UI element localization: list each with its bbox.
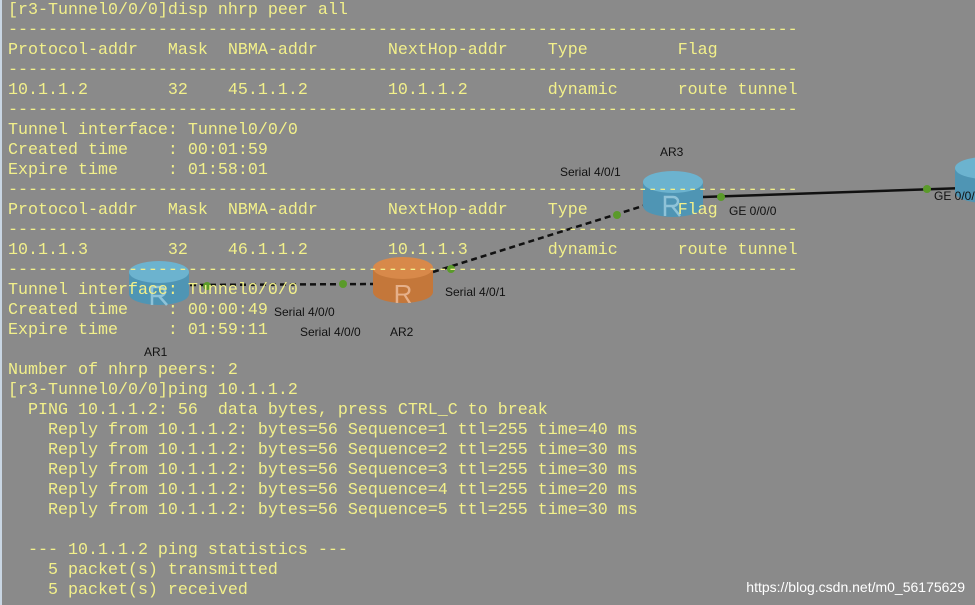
terminal-line: ----------------------------------------…: [8, 181, 798, 200]
terminal-line: [r3-Tunnel0/0/0]ping 10.1.1.2: [8, 381, 298, 400]
link-ar2-ar3[interactable]: [432, 203, 647, 274]
port-label: Serial 4/0/1: [445, 285, 506, 299]
router-label: AR1: [144, 345, 168, 359]
terminal-line: --- 10.1.1.2 ping statistics ---: [8, 541, 348, 560]
terminal-line: Number of nhrp peers: 2: [8, 361, 238, 380]
terminal-line: Created time : 00:00:49: [8, 301, 268, 320]
terminal-line: [r3-Tunnel0/0/0]disp nhrp peer all: [8, 1, 348, 20]
router-icon: R: [394, 279, 413, 309]
port-dot: [613, 211, 621, 219]
port-label: GE 0/0/0: [729, 204, 777, 218]
port-dot: [923, 185, 931, 193]
port-dot: [339, 280, 347, 288]
port-dot: [447, 265, 455, 273]
terminal-line: Expire time : 01:58:01: [8, 161, 268, 180]
router-icon: [150, 285, 168, 306]
window-border: [0, 0, 2, 605]
port-dot: [203, 282, 211, 290]
terminal-output[interactable]: [r3-Tunnel0/0/0]disp nhrp peer all------…: [8, 1, 798, 601]
terminal-line: Created time : 00:01:59: [8, 141, 268, 160]
terminal-line: Reply from 10.1.1.2: bytes=56 Sequence=3…: [8, 461, 638, 480]
terminal-line: PING 10.1.1.2: 56 data bytes, press CTRL…: [8, 401, 548, 420]
router-label: AR3: [660, 145, 684, 159]
terminal-line: 5 packet(s) received: [8, 581, 248, 600]
port-label: Serial 4/0/0: [274, 305, 335, 319]
terminal-line: Reply from 10.1.1.2: bytes=56 Sequence=1…: [8, 421, 638, 440]
terminal-line: Tunnel interface: Tunnel0/0/0: [8, 281, 298, 300]
watermark: https://blog.csdn.net/m0_56175629: [746, 579, 965, 595]
terminal-line: ----------------------------------------…: [8, 221, 798, 240]
terminal-line: Reply from 10.1.1.2: bytes=56 Sequence=5…: [8, 501, 638, 520]
router-ar2[interactable]: R: [373, 257, 433, 309]
port-label: Serial 4/0/0: [300, 325, 361, 339]
router-label: AR2: [390, 325, 414, 339]
port-label: Serial 4/0/1: [560, 165, 621, 179]
port-label: GE 0/0/0: [934, 189, 975, 203]
router-ar4[interactable]: [955, 157, 975, 203]
router-ar1[interactable]: [129, 261, 189, 306]
terminal-line: ----------------------------------------…: [8, 61, 798, 80]
terminal-line: Protocol-addr Mask NBMA-addr NextHop-add…: [8, 41, 718, 60]
terminal-line: 5 packet(s) transmitted: [8, 561, 278, 580]
terminal-line: 10.1.1.2 32 45.1.1.2 10.1.1.2 dynamic ro…: [8, 81, 798, 100]
terminal-line: ----------------------------------------…: [8, 21, 798, 40]
terminal-line: ----------------------------------------…: [8, 261, 798, 280]
router-icon: [663, 195, 681, 217]
terminal-line: Reply from 10.1.1.2: bytes=56 Sequence=2…: [8, 441, 638, 460]
terminal-line: 10.1.1.3 32 46.1.1.2 10.1.1.3 dynamic ro…: [8, 241, 798, 260]
router-ar3[interactable]: [643, 171, 703, 217]
link-ar1-ar2[interactable]: [189, 280, 376, 290]
port-dot: [717, 193, 725, 201]
terminal-line: Reply from 10.1.1.2: bytes=56 Sequence=4…: [8, 481, 638, 500]
terminal-line: ----------------------------------------…: [8, 101, 798, 120]
link-ar3-ar4[interactable]: [702, 185, 966, 201]
terminal-line: Expire time : 01:59:11: [8, 321, 268, 340]
terminal-line: Tunnel interface: Tunnel0/0/0: [8, 121, 298, 140]
terminal-line: Protocol-addr Mask NBMA-addr NextHop-add…: [8, 201, 718, 220]
